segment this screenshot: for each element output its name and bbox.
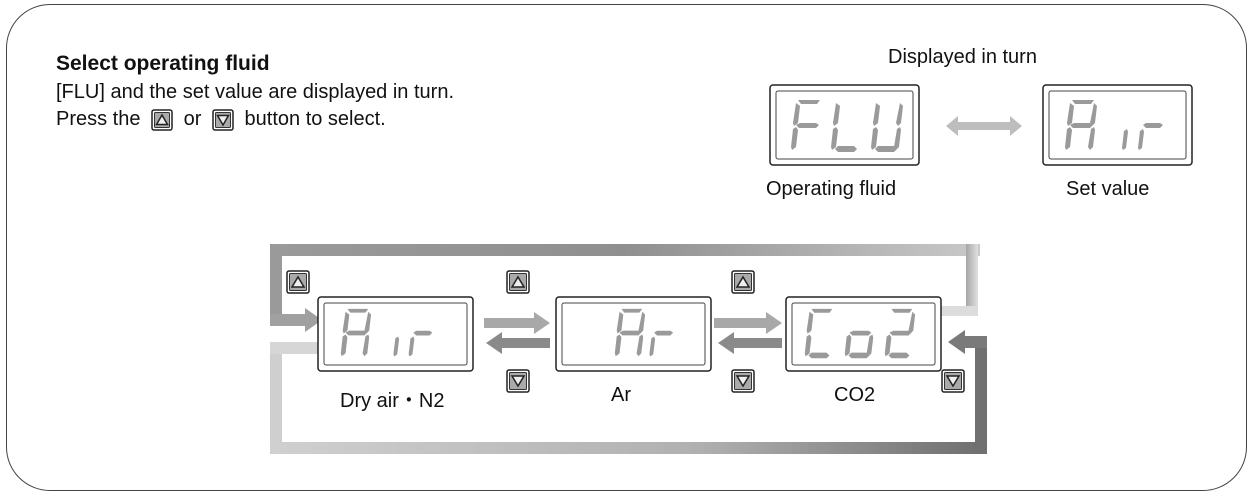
up-button-icon[interactable] xyxy=(151,108,173,131)
down-button-icon[interactable] xyxy=(212,108,234,131)
arrow-ar-to-co2 xyxy=(714,312,782,334)
display-air xyxy=(317,296,474,372)
display-set-value-air xyxy=(1042,84,1193,166)
arrow-co2-to-ar xyxy=(718,332,782,354)
instruction-line1: [FLU] and the set value are displayed in… xyxy=(56,81,455,103)
down-button-icon[interactable] xyxy=(941,369,965,393)
operating-fluid-label: Operating fluid xyxy=(766,178,897,200)
display-co2 xyxy=(785,296,942,372)
down-button-icon[interactable] xyxy=(731,369,755,393)
cycle-label-co2: CO2 xyxy=(834,384,876,406)
double-arrow-icon xyxy=(946,116,1022,136)
instruction-title: Select operating fluid xyxy=(56,52,270,75)
arrow-air-to-ar xyxy=(484,312,550,334)
arrow-ar-to-air xyxy=(486,332,550,354)
display-flu xyxy=(769,84,920,166)
up-button-icon[interactable] xyxy=(731,270,755,294)
instruction-line2-pre: Press the xyxy=(56,108,141,131)
up-button-icon[interactable] xyxy=(506,270,530,294)
display-ar xyxy=(555,296,712,372)
up-button-icon[interactable] xyxy=(286,270,310,294)
cycle-label-dry-air: Dry air・N2 xyxy=(340,390,445,412)
cycle-label-ar: Ar xyxy=(611,384,631,406)
instruction-line2-mid: or xyxy=(183,108,202,131)
instruction-line2-post: button to select. xyxy=(244,108,386,131)
panel-frame xyxy=(6,4,1247,491)
down-button-icon[interactable] xyxy=(506,369,530,393)
displayed-in-turn-caption: Displayed in turn xyxy=(888,46,1037,68)
set-value-label: Set value xyxy=(1066,178,1150,200)
cycle-loop xyxy=(270,244,987,454)
instruction-line2: Press the or button to select. xyxy=(56,108,386,131)
